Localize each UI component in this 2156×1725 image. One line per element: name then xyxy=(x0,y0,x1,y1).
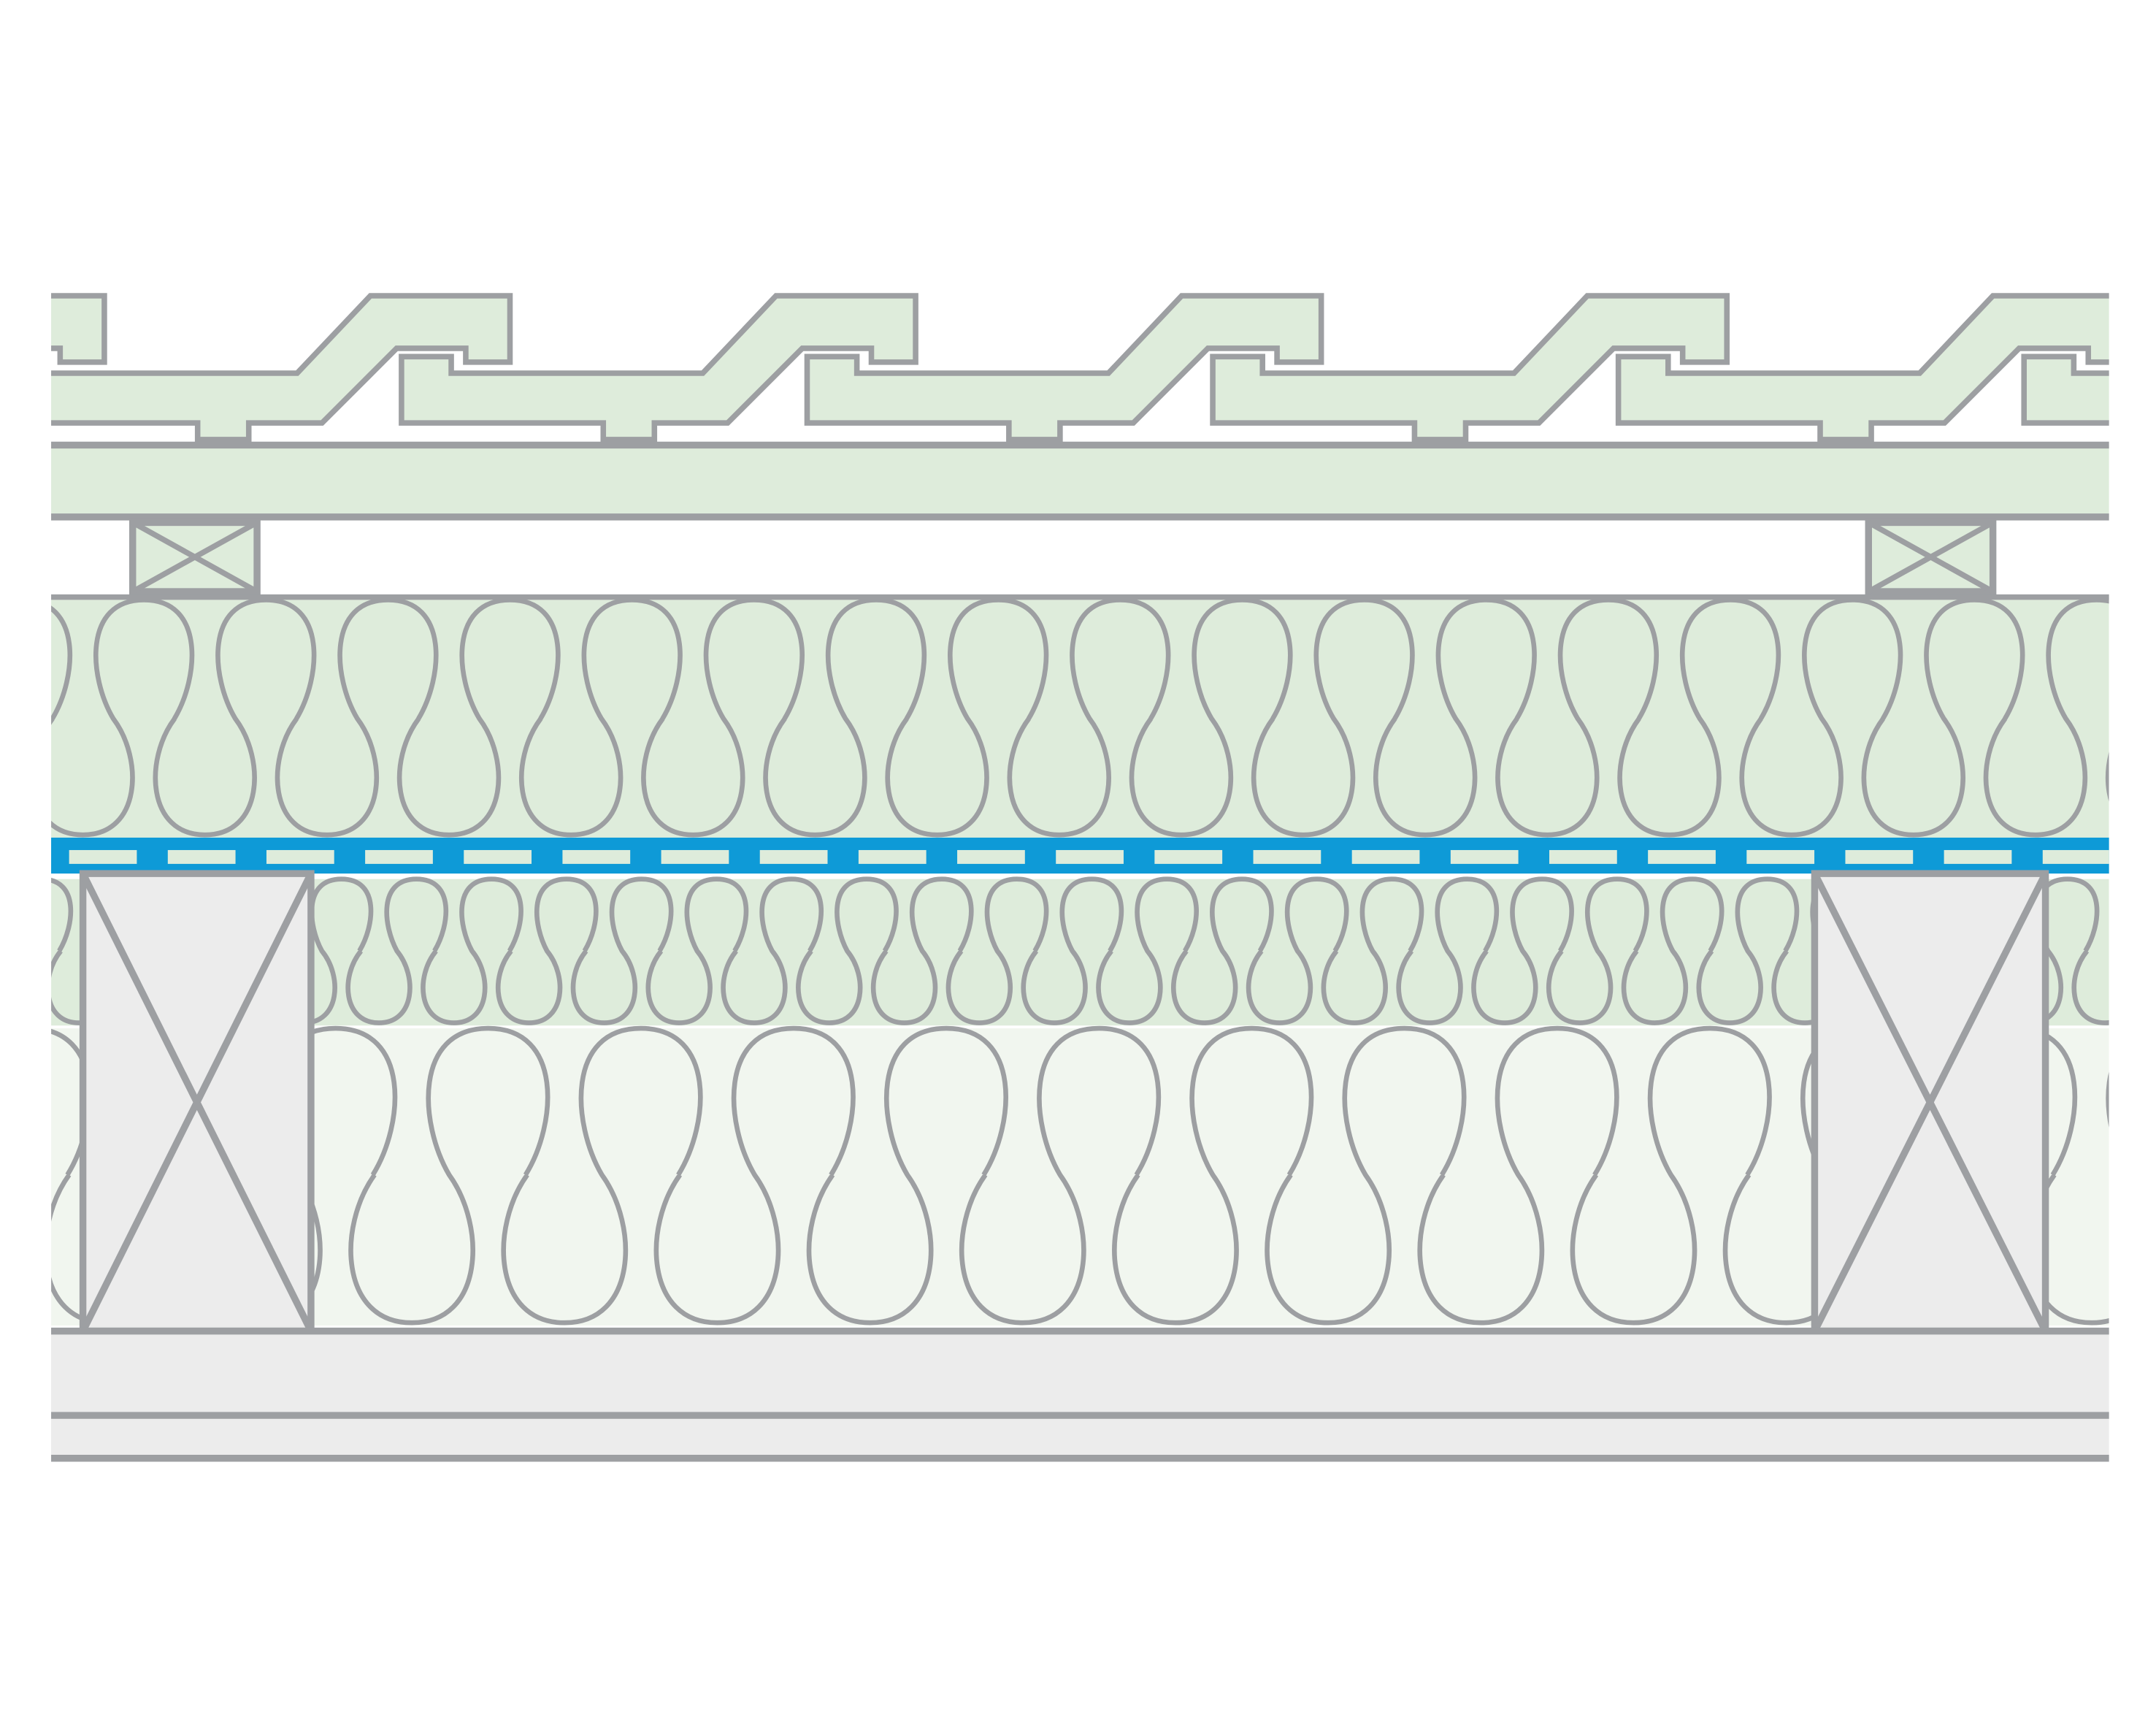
membrane-dash xyxy=(1450,849,1519,864)
counter-batten xyxy=(1865,519,1997,595)
roof-tile xyxy=(51,293,107,365)
ceiling-board xyxy=(51,1331,2109,1458)
membrane-dash xyxy=(858,849,927,864)
counter-batten-cross xyxy=(1867,520,1995,594)
upper-insulation-fill xyxy=(51,600,2109,838)
lower-insulation xyxy=(51,1025,2109,1326)
membrane-dash xyxy=(562,849,631,864)
membrane-dash xyxy=(365,849,433,864)
upper-insulation xyxy=(51,597,2109,838)
membrane-dash xyxy=(759,849,828,864)
roof-tile xyxy=(2021,353,2109,426)
membrane-dashes xyxy=(69,849,2109,864)
membrane-dash xyxy=(1351,849,1420,864)
roof-tile xyxy=(1615,293,2109,443)
membrane-dash xyxy=(2042,849,2109,864)
roof-tile xyxy=(399,293,918,443)
membrane-dash xyxy=(1056,849,1124,864)
roof-tile xyxy=(804,293,1324,443)
roof-tiles xyxy=(51,293,2109,443)
membrane-dash xyxy=(464,849,532,864)
counter-batten xyxy=(128,519,261,595)
membrane-dash xyxy=(1746,849,1815,864)
middle-insulation-fill xyxy=(51,879,2109,1026)
roof-tile xyxy=(1210,293,1730,443)
membrane-dash xyxy=(167,849,236,864)
membrane-dash xyxy=(1549,849,1617,864)
membrane-dash xyxy=(69,849,137,864)
tile-batten-board xyxy=(51,445,2109,517)
rafter xyxy=(1811,870,2049,1335)
rafter xyxy=(79,870,315,1335)
membrane-dash xyxy=(957,849,1025,864)
rafter-cross xyxy=(80,872,315,1333)
rafter-cross xyxy=(1811,872,2049,1333)
membrane-dash xyxy=(1154,849,1223,864)
membrane-dash xyxy=(1944,849,2012,864)
membrane-dash xyxy=(1648,849,1716,864)
middle-insulation xyxy=(51,876,2109,1026)
upper-insulation-loops xyxy=(51,597,2109,838)
roof-tile xyxy=(51,293,513,443)
membrane-dash xyxy=(1253,849,1321,864)
membrane-dash xyxy=(1845,849,1914,864)
counter-batten-cross xyxy=(131,520,258,594)
membrane-dash xyxy=(661,849,729,864)
membrane-dash xyxy=(266,849,334,864)
